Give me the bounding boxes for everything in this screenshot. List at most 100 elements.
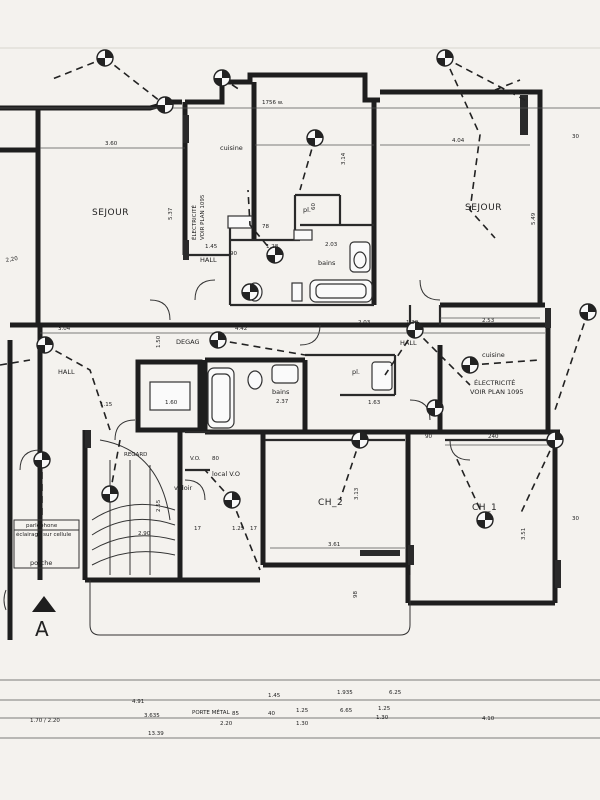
dim-label: 30	[572, 516, 579, 522]
note-electricite-left-2: VOIR PLAN 1095	[200, 194, 206, 240]
room-label-degag: DEGAG	[176, 338, 200, 346]
wc-mid	[247, 370, 263, 390]
dim-label: 3.60	[105, 141, 118, 147]
dim-label: 1.63	[368, 400, 381, 406]
section-arrow-icon	[32, 596, 56, 612]
bottom-dim-label: 85	[232, 711, 239, 717]
dim-label: 60	[311, 203, 317, 210]
room-label-local-vo: local V.O	[212, 470, 240, 478]
dimension-lines	[0, 107, 600, 739]
light-fixture-icon	[223, 491, 241, 509]
light-fixture-icon	[266, 246, 284, 264]
note-electricite-right-1: ÉLECTRICITÉ	[474, 378, 515, 387]
dim-label: 1.30	[406, 320, 419, 326]
electrical-wiring	[0, 57, 589, 571]
room-label-ch2: CH_2	[318, 498, 343, 508]
dim-label: 1.45	[205, 244, 218, 250]
lift-shaft	[149, 381, 191, 411]
dim-label: 3.51	[521, 528, 527, 540]
light-fixture-icon	[33, 451, 51, 469]
dim-label: 2.37	[276, 399, 289, 405]
dim-label: 98	[353, 591, 359, 598]
room-label-sejour-right: SEJOUR	[465, 203, 502, 213]
room-label-hall-left: HALL	[58, 368, 75, 376]
bottom-dim-label: 6.65	[340, 708, 353, 714]
bottom-dim-label: 1.45	[268, 693, 281, 699]
room-label-hall-mid: HALL	[400, 339, 417, 347]
sink-mid2	[371, 361, 393, 391]
dim-label: 2.03	[325, 242, 338, 248]
counter-top	[227, 215, 253, 229]
bottom-dim-label: 1.30	[296, 721, 309, 727]
porche-box	[13, 519, 80, 569]
dim-label: 1.60	[165, 400, 178, 406]
note-porche-1: éclairage sur cellule	[16, 531, 72, 538]
dim-label: 2.03	[358, 320, 371, 326]
dim-label: 3.61	[328, 542, 340, 548]
balcony-left-edge	[3, 589, 7, 611]
room-label-sejour-left: SEJOUR	[92, 208, 129, 218]
dim-label: 17	[250, 526, 257, 532]
notes: ÉLECTRICITÉ VOIR PLAN 1095 ÉLECTRICITÉ V…	[5, 194, 523, 716]
columns	[85, 95, 561, 588]
dim-label: 3.14	[341, 152, 347, 165]
balcony-outline	[89, 575, 411, 636]
dim-label: 17	[194, 526, 201, 532]
door-swings	[19, 279, 471, 501]
dim-label: 240	[488, 434, 499, 440]
dim-label: 1.15	[100, 402, 113, 408]
room-label-bains-mid: bains	[272, 388, 290, 396]
dim-label: 4.04	[452, 138, 465, 144]
dim-label: 2.53	[482, 318, 495, 324]
light-fixture-icon	[241, 283, 259, 301]
dim-label: 80	[212, 456, 219, 462]
side-note: 2,20	[5, 256, 19, 264]
light-fixture-icon	[546, 431, 564, 449]
dim-label: 3.13	[354, 487, 360, 500]
bottom-dim-label: 1.25	[296, 708, 309, 714]
room-label-bains-top: bains	[318, 259, 336, 267]
light-fixture-icon	[476, 511, 494, 529]
bottom-dim-label: 6.25	[389, 690, 402, 696]
dimension-labels: 3.60 5.37 1.45 1.28 3.14 2.03 4.04 5.49 …	[58, 100, 579, 598]
room-labels: SEJOUR SEJOUR cuisine cuisine HALL HALL …	[30, 144, 505, 567]
dim-label: 30	[572, 134, 579, 140]
dim-label: 2.55	[156, 499, 162, 512]
section-marker: A	[32, 596, 56, 641]
room-label-hall-top: HALL	[200, 256, 217, 264]
light-fixture-icon	[306, 129, 324, 147]
note-electricite-right-2: VOIR PLAN 1095	[470, 388, 524, 396]
bottom-dim-label: 4.10	[482, 716, 495, 722]
light-fixture-icon	[96, 49, 114, 67]
bottom-dim-label: 13.39	[148, 731, 164, 737]
room-label-vidoir: vidoir	[174, 484, 193, 492]
note-porche-2: parlophone	[26, 523, 58, 529]
room-label-cuisine-top: cuisine	[220, 144, 243, 152]
bottom-dim-label: 1.25	[378, 706, 391, 712]
room-label-porche: porche	[30, 559, 52, 567]
sink-mid	[271, 364, 299, 384]
section-marker-label: A	[35, 617, 49, 641]
note-porte-metal: PORTE MÉTAL	[192, 708, 231, 716]
dim-label: 78	[262, 224, 269, 230]
light-fixture-icon	[209, 331, 227, 349]
room-label-ch1: CH_1	[472, 503, 497, 513]
bottom-dimension-labels: 4.91 1.45 1.935 6.25 3.635 85 40 1.25 6.…	[30, 690, 495, 737]
wall-top-mid	[185, 72, 380, 105]
light-fixture-icon	[461, 356, 479, 374]
dim-label: 1.25	[232, 526, 245, 532]
dim-label: 5.49	[531, 212, 537, 225]
fixtures	[13, 215, 393, 575]
light-fixture-icon	[426, 399, 444, 417]
bottom-dim-label: 1.30	[376, 715, 389, 721]
light-fixture-icon	[436, 49, 454, 67]
room-label-pl-mid: pl.	[352, 368, 360, 376]
bottom-dim-label: 2.20	[220, 721, 233, 727]
light-fixture-icon	[36, 336, 54, 354]
dim-label: 4.42	[235, 326, 247, 332]
bottom-dim-label: 1.935	[337, 690, 353, 696]
room-label-pl-top: pl.	[303, 206, 311, 214]
room-label-cuisine-right: cuisine	[482, 351, 505, 359]
